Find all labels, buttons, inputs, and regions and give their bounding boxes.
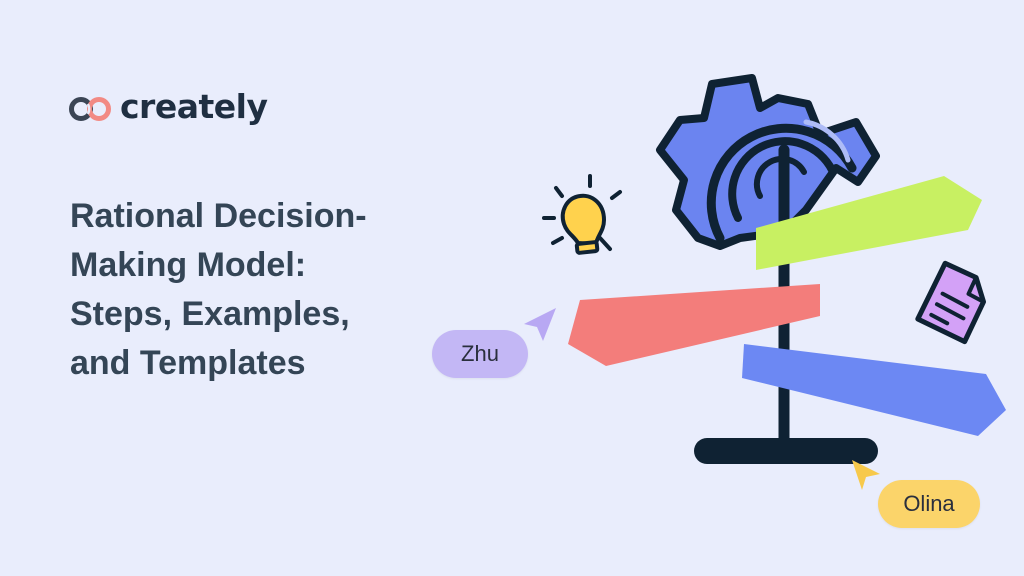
brand-logo[interactable]: creately [68,87,268,126]
title-line: Rational Decision- [70,197,367,235]
collaborator-label-zhu: Zhu [432,330,528,378]
gear-icon [656,74,880,250]
creately-logo-icon [69,96,111,121]
document-icon [915,260,987,345]
cursor-icon [852,460,880,490]
title-line: Making Model: [70,246,307,284]
brand-name: creately [120,87,268,126]
title-line: and Templates [70,344,306,382]
collaborator-label-olina: Olina [878,480,980,528]
signpost-icon [568,144,1006,464]
title-line: Steps, Examples, [70,295,350,333]
cursor-icon [524,308,556,341]
lightbulb-icon [542,174,622,255]
page-title: Rational Decision- Making Model: Steps, … [70,192,450,388]
